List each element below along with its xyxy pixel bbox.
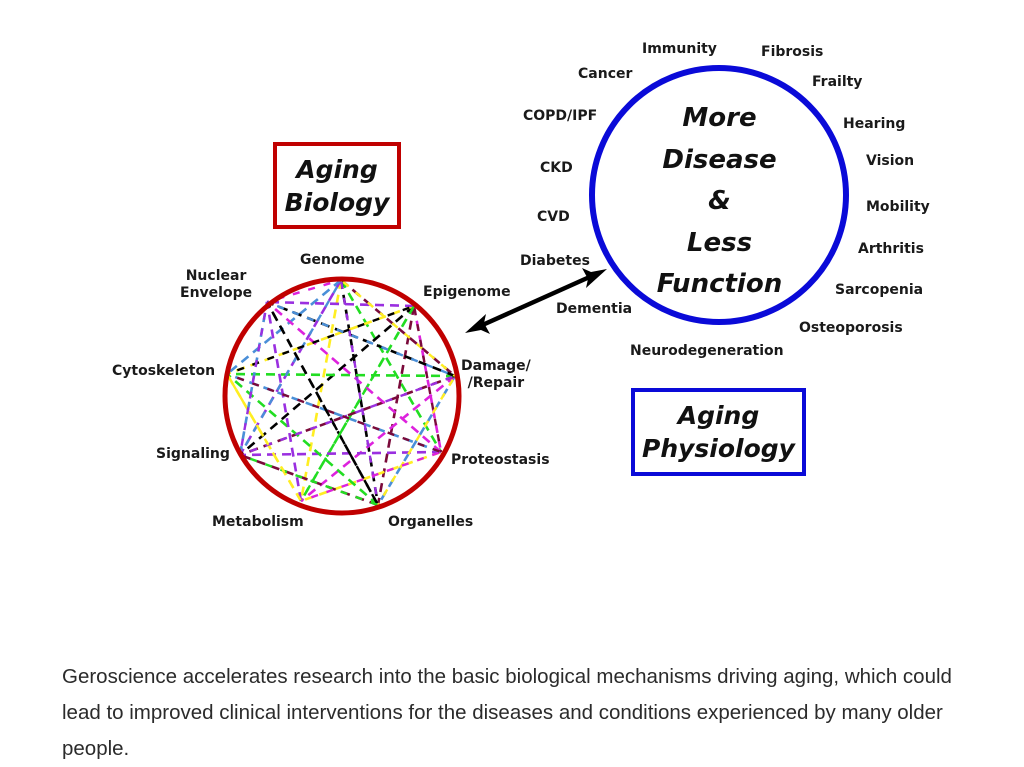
center-line: Less <box>686 227 753 258</box>
network-edge <box>226 304 415 376</box>
network-edge <box>226 373 379 506</box>
network-edge <box>266 300 456 378</box>
network-edge <box>226 372 442 454</box>
network-edge <box>239 450 442 457</box>
node-label-signaling: Signaling <box>156 446 230 462</box>
node-label-metabolism: Metabolism <box>212 514 304 530</box>
center-line: More <box>682 103 757 133</box>
network-edge <box>412 305 443 453</box>
network-edge <box>299 279 343 502</box>
center-line: Function <box>656 269 783 299</box>
network-edge <box>300 450 442 503</box>
diagram-canvas <box>222 65 849 516</box>
double-headed-arrow <box>465 268 607 334</box>
aging-physiology-line1: Aging <box>677 401 760 430</box>
condition-diabetes: Diabetes <box>520 253 590 269</box>
network-edge <box>340 279 456 377</box>
center-line: & <box>708 186 731 216</box>
condition-fibrosis: Fibrosis <box>761 44 824 60</box>
network-edge <box>239 305 415 456</box>
aging-biology-line1: Aging <box>296 154 378 184</box>
aging-biology-circle <box>222 276 462 516</box>
network-edge <box>300 374 456 503</box>
network-edge <box>265 301 380 506</box>
network-edge <box>238 279 343 456</box>
condition-ckd: CKD <box>540 160 573 176</box>
network-edge <box>339 279 380 506</box>
network-edge <box>340 279 456 377</box>
arrow-head-right <box>582 268 607 288</box>
condition-mobility: Mobility <box>866 199 930 215</box>
geroscience-diagram: Aging Biology Aging Physiology More Dise… <box>112 41 930 530</box>
condition-frailty: Frailty <box>812 74 863 90</box>
node-label-nuclear-envelope: Nuclear Envelope <box>180 268 252 302</box>
condition-cancer: Cancer <box>578 66 633 82</box>
network-edge <box>265 301 303 502</box>
node-label-proteostasis: Proteostasis <box>451 452 550 468</box>
condition-hearing: Hearing <box>843 116 906 132</box>
node-label-organelles: Organelles <box>388 514 474 530</box>
network-edge <box>376 375 457 506</box>
center-line: Disease <box>662 144 777 175</box>
nuclear-line: Nuclear <box>185 268 247 284</box>
aging-biology-line2: Biology <box>284 187 390 217</box>
condition-cvd: CVD <box>537 209 570 225</box>
aging-biology-box: Aging Biology <box>273 142 401 229</box>
network-edge <box>225 373 303 502</box>
node-label-cytoskeleton: Cytoskeleton <box>112 363 216 379</box>
network-edge <box>266 301 442 453</box>
damage-line: Damage/ <box>461 358 531 374</box>
condition-arthritis: Arthritis <box>858 241 924 257</box>
network-edge <box>239 374 456 457</box>
node-label-epigenome: Epigenome <box>423 284 511 300</box>
repair-line: /Repair <box>467 375 525 391</box>
network-edge <box>239 374 456 457</box>
node-label-genome: Genome <box>300 252 365 268</box>
condition-vision: Vision <box>866 153 915 169</box>
arrow-shaft <box>477 272 595 330</box>
network-edge <box>412 305 443 453</box>
network-edge <box>238 301 269 456</box>
network-edge <box>299 305 416 502</box>
aging-physiology-box: Aging Physiology <box>631 388 806 476</box>
network-edge <box>226 278 342 376</box>
condition-osteoporosis: Osteoporosis <box>799 320 903 336</box>
condition-neurodegeneration: Neurodegeneration <box>630 343 784 359</box>
physiology-center-text: More Disease & Less Function <box>622 98 817 306</box>
network-edge <box>339 279 443 453</box>
network-edge <box>226 372 456 378</box>
network-edges <box>225 278 457 507</box>
aging-physiology-line2: Physiology <box>642 434 795 463</box>
network-edge <box>266 300 415 308</box>
network-edge <box>239 453 379 507</box>
condition-copd-ipf: COPD/IPF <box>523 108 598 124</box>
node-label-damage-repair: Damage/ /Repair <box>461 358 531 392</box>
envelope-line: Envelope <box>180 285 253 301</box>
condition-immunity: Immunity <box>642 41 717 57</box>
aging-physiology-circle <box>589 65 849 325</box>
arrow-head-left <box>465 314 490 334</box>
network-edge <box>300 450 442 503</box>
condition-dementia: Dementia <box>556 301 633 317</box>
condition-sarcopenia: Sarcopenia <box>835 282 924 298</box>
figure-caption: Geroscience accelerates research into th… <box>62 664 952 760</box>
